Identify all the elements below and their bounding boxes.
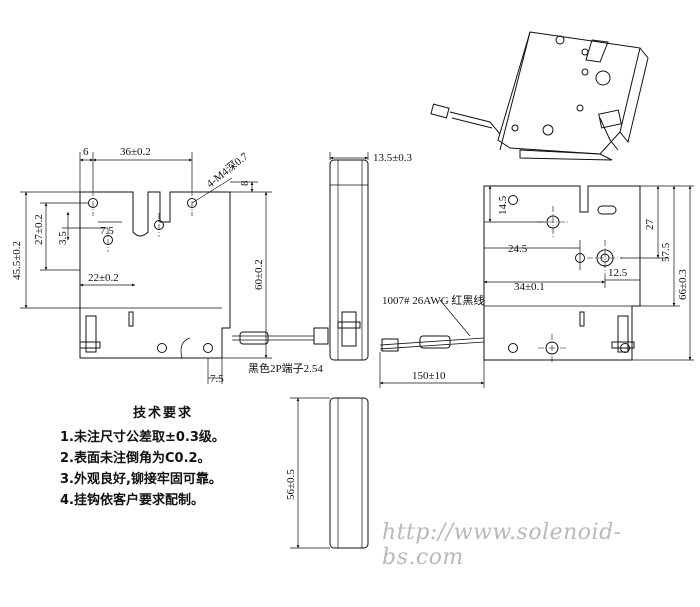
dim-36: 36±0.2 <box>120 146 151 158</box>
isometric-view <box>430 31 649 161</box>
dim-27-left: 27±0.2 <box>33 214 45 245</box>
dim-7-5-bottom: 7.5 <box>210 373 224 385</box>
front-hole-5 <box>157 343 167 353</box>
side-view-dimensions <box>329 152 369 160</box>
rear-view-dimension-text: 14.5 24.5 34±0.1 12.5 27 57.5 66±0.3 150… <box>382 195 689 382</box>
side-connector <box>313 327 329 345</box>
dim-45-5: 45.5±0.2 <box>11 241 23 280</box>
rear-slot-1 <box>597 205 617 215</box>
rear-hole-1 <box>508 195 518 205</box>
front-view-dimension-text: 6 36±0.2 4-M4深0.7 8 45.5±0.2 27±0.2 3.5 … <box>11 146 323 385</box>
dim-14-5: 14.5 <box>497 195 509 215</box>
side-view <box>232 159 369 361</box>
dim-57-5: 57.5 <box>660 242 672 262</box>
bottom-view-dimensions <box>290 397 330 549</box>
notes-title: 技术要求 <box>132 406 193 421</box>
dim-56: 56±0.5 <box>285 469 297 500</box>
note-item: 4.挂钩依客户要求配制。 <box>60 493 204 508</box>
rear-view <box>379 185 641 362</box>
dim-34: 34±0.1 <box>514 281 545 293</box>
dim-22: 22±0.2 <box>88 272 119 284</box>
dim-24-5: 24.5 <box>508 243 528 255</box>
dim-150: 150±10 <box>412 370 446 382</box>
rear-slot-2 <box>579 311 585 327</box>
dim-12-5: 12.5 <box>608 267 628 279</box>
dim-3-5: 3.5 <box>57 231 69 245</box>
dim-13-5: 13.5±0.3 <box>373 152 413 164</box>
dim-66: 66±0.3 <box>677 269 689 300</box>
dim-8: 8 <box>239 180 251 186</box>
rear-connector <box>381 338 399 352</box>
technical-notes: 技术要求 1.未注尺寸公差取±0.3级。 2.表面未注倒角为C0.2。 3.外观… <box>60 402 290 511</box>
terminal-label: 黑色2P端子2.54 <box>248 361 323 375</box>
front-view-outline <box>79 191 231 359</box>
front-view-dimensions <box>20 152 272 384</box>
watermark-url: http://www.solenoid-bs.com <box>382 520 622 570</box>
bottom-view <box>329 397 369 549</box>
rear-hook <box>617 315 629 353</box>
side-view-body <box>329 159 369 361</box>
wire-label: 1007# 26AWG 红黑线 <box>382 293 484 307</box>
rear-hole-5 <box>508 343 518 353</box>
note-item: 2.表面未注倒角为C0.2。 <box>60 451 211 466</box>
dim-7-5-top: 7.5 <box>100 225 114 237</box>
iso-body <box>497 31 641 155</box>
bottom-view-body <box>329 397 369 549</box>
note-item: 1.未注尺寸公差取±0.3级。 <box>60 430 225 445</box>
note-item: 3.外观良好,铆接牢固可靠。 <box>60 472 222 487</box>
front-view <box>79 190 231 359</box>
rear-view-dimensions <box>379 185 694 388</box>
front-hole-6 <box>203 343 213 353</box>
dim-60: 60±0.2 <box>253 259 265 290</box>
dim-27-right: 27 <box>644 219 656 231</box>
front-slot <box>128 311 134 327</box>
dim-6: 6 <box>83 146 89 158</box>
front-hook <box>85 315 97 353</box>
